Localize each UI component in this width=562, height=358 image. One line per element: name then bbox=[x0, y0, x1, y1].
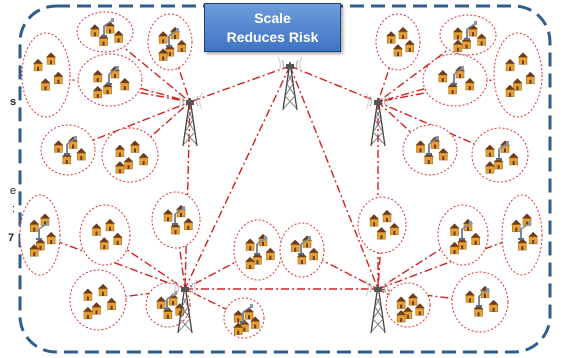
village-cluster bbox=[145, 282, 191, 328]
village-cluster bbox=[79, 204, 131, 266]
village-cluster bbox=[69, 269, 127, 331]
village-cluster bbox=[21, 32, 71, 118]
title-line-2: Reduces Risk bbox=[226, 29, 319, 45]
village-link bbox=[169, 41, 191, 103]
village-link bbox=[97, 288, 186, 301]
village-cluster bbox=[19, 194, 61, 276]
village-link bbox=[109, 79, 191, 103]
title-box: Scale Reduces Risk bbox=[204, 3, 341, 52]
side-text-fragment-s: s bbox=[10, 96, 17, 108]
side-text-fragment-7: 7 bbox=[8, 232, 15, 244]
village-cluster bbox=[147, 13, 193, 71]
village-cluster bbox=[101, 127, 159, 183]
village-cluster bbox=[375, 13, 421, 71]
side-text-fragment-colon: : bbox=[12, 203, 16, 215]
village-cluster bbox=[501, 194, 543, 276]
villages bbox=[19, 11, 543, 339]
village-cluster bbox=[40, 124, 96, 176]
village-cluster bbox=[77, 53, 143, 107]
village-cluster bbox=[279, 222, 325, 278]
village-cluster bbox=[451, 271, 509, 333]
village-cluster bbox=[402, 124, 458, 176]
village-cluster bbox=[471, 127, 529, 183]
village-cluster bbox=[439, 14, 497, 56]
tower-link bbox=[184, 101, 191, 290]
village-link bbox=[184, 288, 245, 319]
village-cluster bbox=[357, 196, 407, 254]
village-cluster bbox=[223, 297, 265, 339]
village-cluster bbox=[385, 282, 431, 328]
village-cluster bbox=[422, 53, 488, 107]
village-link bbox=[377, 79, 456, 103]
village-cluster bbox=[493, 32, 543, 118]
village-link bbox=[377, 234, 523, 290]
tower-link bbox=[289, 65, 379, 290]
towers bbox=[172, 56, 391, 334]
village-link bbox=[301, 249, 379, 290]
village-link bbox=[377, 41, 399, 103]
tower-link bbox=[189, 65, 291, 103]
village-cluster bbox=[233, 219, 283, 281]
side-text-fragment-e: e bbox=[10, 185, 17, 197]
tower-link bbox=[289, 65, 379, 103]
tower-link bbox=[184, 65, 291, 290]
village-link bbox=[129, 101, 191, 156]
region-frame bbox=[18, 4, 552, 354]
village-link bbox=[377, 224, 383, 290]
title-line-1: Scale bbox=[254, 10, 291, 26]
village-cluster bbox=[437, 204, 489, 266]
village-cluster bbox=[151, 191, 201, 249]
village-link bbox=[39, 234, 186, 290]
village-link bbox=[184, 249, 259, 290]
village-cluster bbox=[76, 11, 134, 53]
